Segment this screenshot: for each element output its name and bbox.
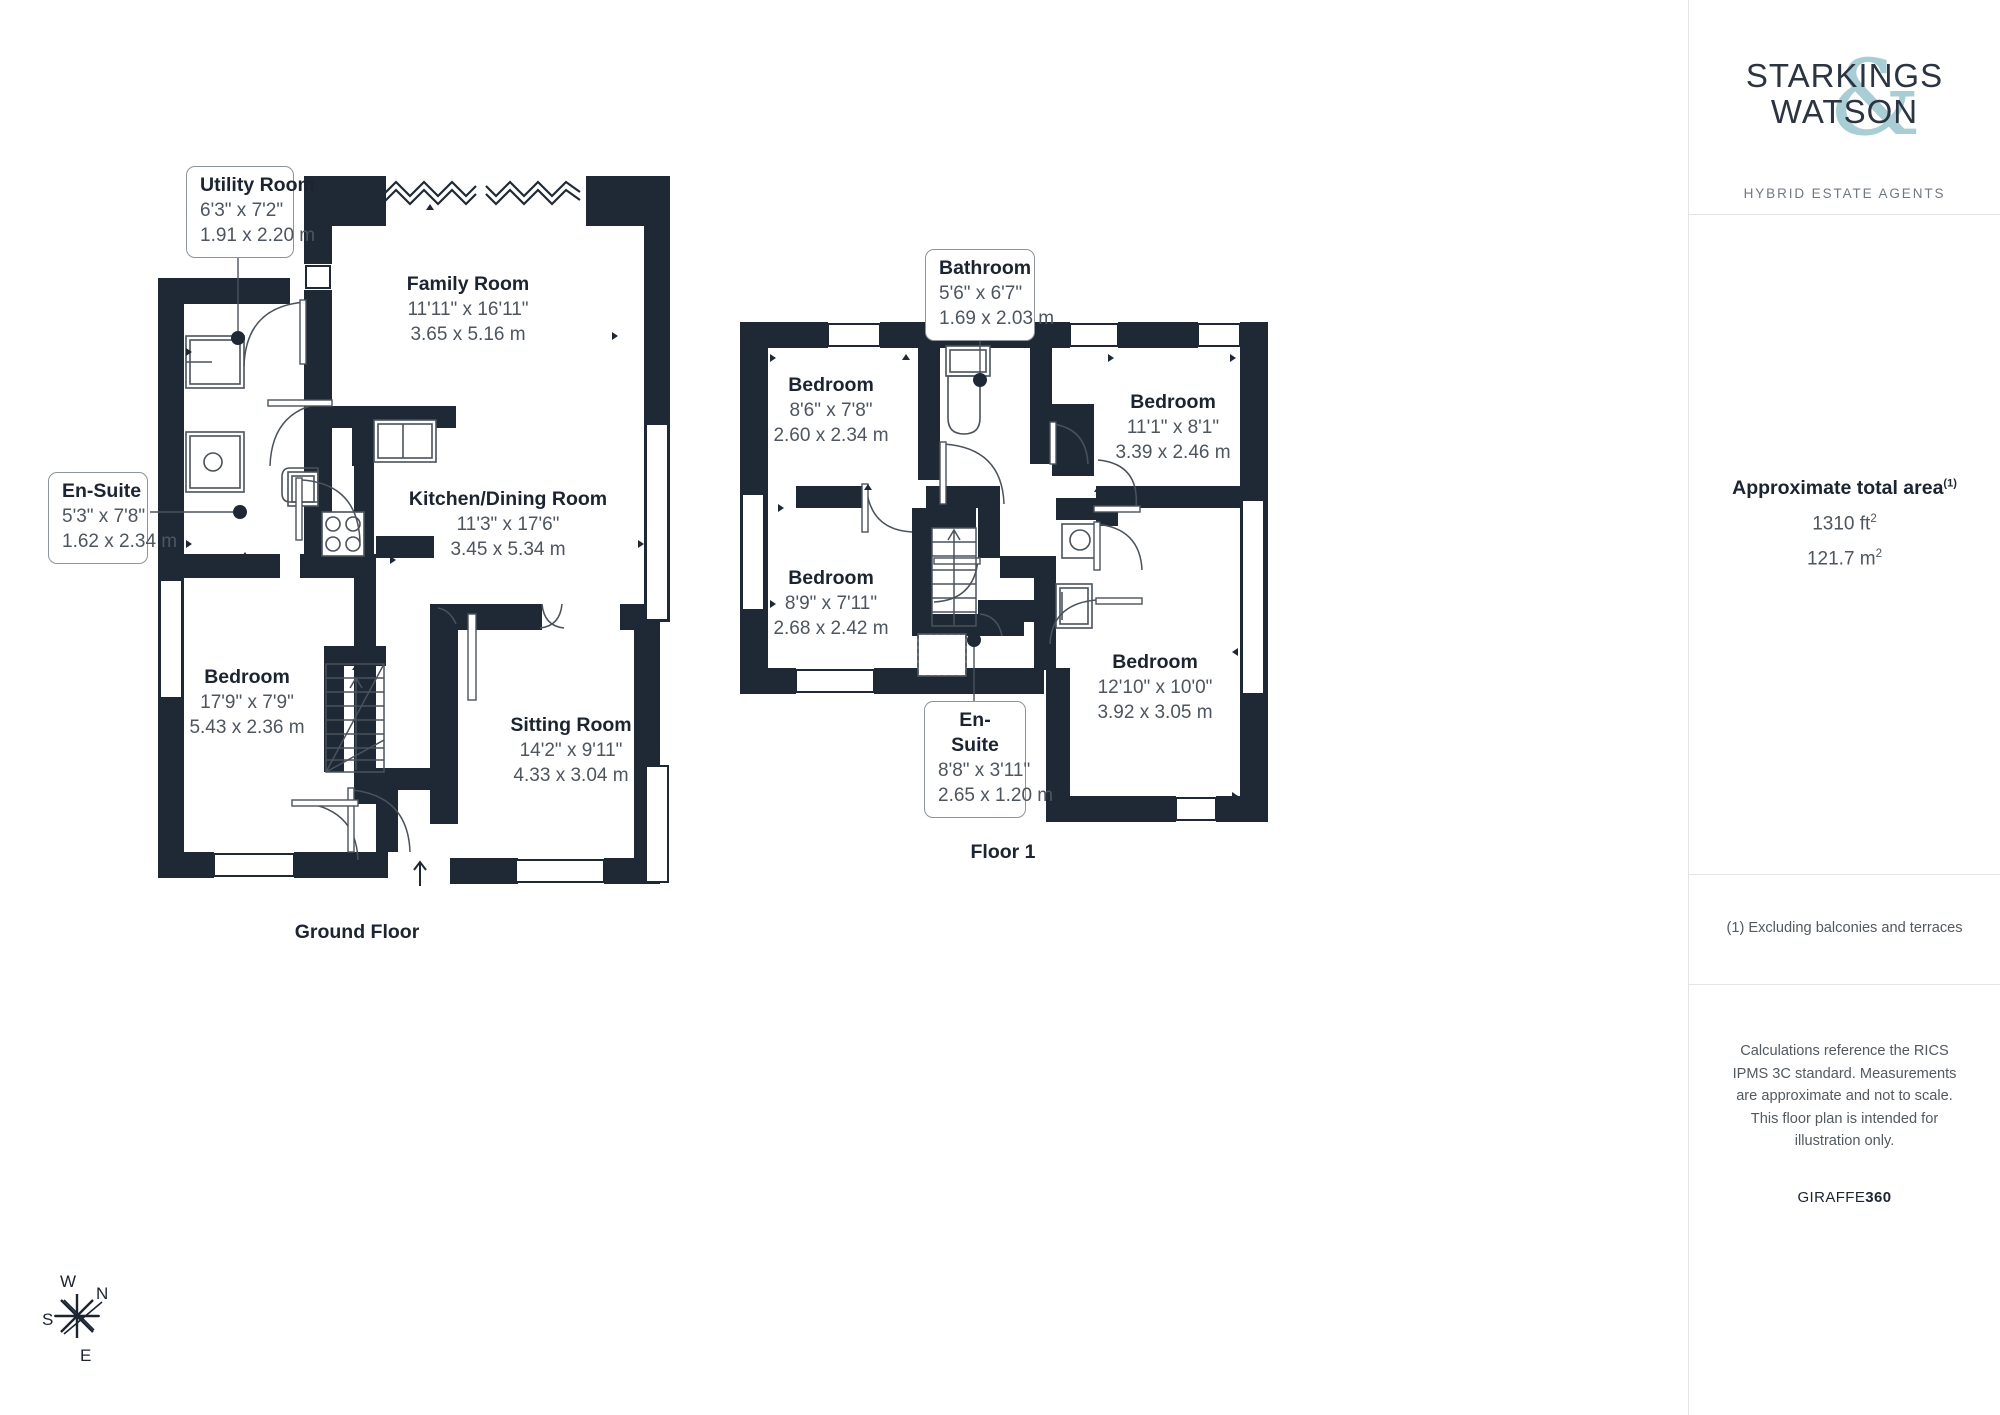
total-area-imperial: 1310 ft2: [1689, 513, 2000, 535]
room-dimensions-imperial: 14'2" x 9'11": [519, 740, 623, 761]
room-name: Bedroom: [788, 567, 874, 589]
room-callout-en-suite-first: En- Suite 8'8" x 3'11" 2.65 x 1.20 m: [924, 701, 1054, 818]
compass-label-west: W: [60, 1272, 77, 1291]
total-area-title-text: Approximate total area: [1732, 477, 1944, 499]
room-callout-bathroom: Bathroom 5'6" x 6'7" 1.69 x 2.03 m: [925, 249, 1055, 341]
room-callout-utility-room: Utility Room 6'3" x 7'2" 1.91 x 2.20 m: [186, 166, 316, 258]
provider-watermark: GIRAFFE360: [1689, 1186, 2000, 1209]
ground-floor-drawing: [150, 176, 1268, 886]
brand-name-line-2: WATSON: [1770, 93, 1919, 130]
floor-caption-first: Floor 1: [970, 841, 1036, 863]
room-name: Bedroom: [1112, 651, 1198, 673]
room-dimensions-imperial: 12'10" x 10'0": [1097, 677, 1213, 698]
room-dimensions-imperial: 8'9" x 7'11": [784, 593, 878, 614]
square-unit-sup: 2: [1875, 548, 1883, 561]
room-label-sitting-room: Sitting Room 14'2" x 9'11" 4.33 x 3.04 m: [510, 713, 631, 788]
room-dimensions-metric: 3.45 x 5.34 m: [450, 539, 566, 560]
disclaimer-text: Calculations reference the RICS IPMS 3C …: [1732, 1043, 1957, 1150]
compass-label-south: S: [42, 1310, 54, 1329]
room-dimensions-imperial: 8'8" x 3'11": [938, 760, 1031, 781]
room-callout-en-suite-ground: En-Suite 5'3" x 7'8" 1.62 x 2.34 m: [48, 472, 178, 564]
room-dimensions-metric: 2.65 x 1.20 m: [938, 785, 1054, 806]
total-area-imperial-value: 1310 ft: [1812, 513, 1871, 535]
room-name-line-1: En-: [959, 709, 991, 731]
room-dimensions-imperial: 11'1" x 8'1": [1126, 417, 1220, 438]
footnote-text: (1) Excluding balconies and terraces: [1726, 920, 1963, 936]
total-area-metric: 121.7 m2: [1689, 548, 2000, 570]
room-name: Bedroom: [788, 374, 874, 396]
room-name: Family Room: [406, 273, 530, 295]
room-label-bedroom-2: Bedroom 11'1" x 8'1" 3.39 x 2.46 m: [1115, 390, 1230, 465]
room-name-line-2: Suite: [951, 734, 999, 756]
room-name: Bedroom: [1130, 391, 1216, 413]
room-dimensions-imperial: 5'6" x 6'7": [939, 283, 1023, 304]
room-dimensions-metric: 3.39 x 2.46 m: [1115, 442, 1231, 463]
total-area-block: Approximate total area(1) 1310 ft2 121.7…: [1689, 215, 2000, 875]
room-label-bedroom-ground: Bedroom 17'9" x 7'9" 5.43 x 2.36 m: [189, 665, 304, 740]
disclaimer-block: Calculations reference the RICS IPMS 3C …: [1689, 985, 2000, 1209]
floorplan-canvas: Utility Room 6'3" x 7'2" 1.91 x 2.20 m F…: [34, 166, 1268, 1377]
room-name: Utility Room: [200, 174, 315, 196]
room-name: Bathroom: [939, 257, 1032, 279]
room-label-family-room: Family Room 11'11" x 16'11" 3.65 x 5.16 …: [407, 272, 529, 347]
total-area-metric-value: 121.7 m: [1806, 548, 1876, 570]
room-name: Kitchen/Dining Room: [408, 488, 608, 510]
room-dimensions-metric: 3.92 x 3.05 m: [1097, 702, 1213, 723]
room-dimensions-metric: 1.91 x 2.20 m: [200, 225, 316, 246]
room-dimensions-metric: 3.65 x 5.16 m: [410, 324, 526, 345]
room-dimensions-metric: 1.62 x 2.34 m: [62, 531, 178, 552]
room-label-bedroom-1: Bedroom 8'6" x 7'8" 2.60 x 2.34 m: [773, 373, 888, 448]
brand-name-line-1: STARKINGS: [1745, 57, 1944, 94]
floor-caption-ground: Ground Floor: [294, 921, 420, 943]
room-dimensions-imperial: 8'6" x 7'8": [789, 400, 873, 421]
room-name: Bedroom: [204, 666, 290, 688]
room-label-bedroom-4: Bedroom 12'10" x 10'0" 3.92 x 3.05 m: [1097, 650, 1212, 725]
room-dimensions-metric: 5.43 x 2.36 m: [189, 717, 305, 738]
brand-tagline: HYBRID ESTATE AGENTS: [1743, 186, 1946, 201]
total-area-footnote-marker: (1): [1943, 477, 1957, 490]
square-unit-sup: 2: [1870, 513, 1877, 525]
total-area-title: Approximate total area(1): [1689, 477, 2000, 500]
room-label-kitchen-dining-room: Kitchen/Dining Room 11'3" x 17'6" 3.45 x…: [409, 487, 607, 562]
room-name: Sitting Room: [510, 714, 632, 736]
provider-name: GIRAFFE: [1797, 1189, 1866, 1207]
room-dimensions-imperial: 11'11" x 16'11": [407, 299, 529, 320]
compass-rose: N W S E: [34, 1272, 154, 1377]
room-dimensions-metric: 2.60 x 2.34 m: [773, 425, 889, 446]
compass-label-north: N: [96, 1284, 109, 1303]
room-dimensions-imperial: 5'3" x 7'8": [62, 506, 146, 527]
room-dimensions-metric: 1.69 x 2.03 m: [939, 308, 1055, 329]
provider-suffix: 360: [1865, 1189, 1892, 1207]
room-dimensions-imperial: 6'3" x 7'2": [200, 200, 284, 221]
room-dimensions-metric: 4.33 x 3.04 m: [513, 765, 629, 786]
room-dimensions-imperial: 17'9" x 7'9": [200, 692, 294, 713]
footnote-block: (1) Excluding balconies and terraces: [1689, 875, 2000, 985]
compass-label-east: E: [80, 1346, 92, 1365]
ampersand-icon: &: [1828, 37, 1922, 159]
room-name: En-Suite: [62, 480, 142, 502]
brand-logo: & STARKINGS WATSON HYBRID ESTATE AGENTS: [1689, 0, 2000, 215]
room-label-bedroom-3: Bedroom 8'9" x 7'11" 2.68 x 2.42 m: [773, 566, 888, 641]
compass-star-icon: [54, 1294, 103, 1338]
room-dimensions-metric: 2.68 x 2.42 m: [773, 618, 889, 639]
info-sidebar: & STARKINGS WATSON HYBRID ESTATE AGENTS …: [1688, 0, 2000, 1415]
room-dimensions-imperial: 11'3" x 17'6": [456, 514, 560, 535]
